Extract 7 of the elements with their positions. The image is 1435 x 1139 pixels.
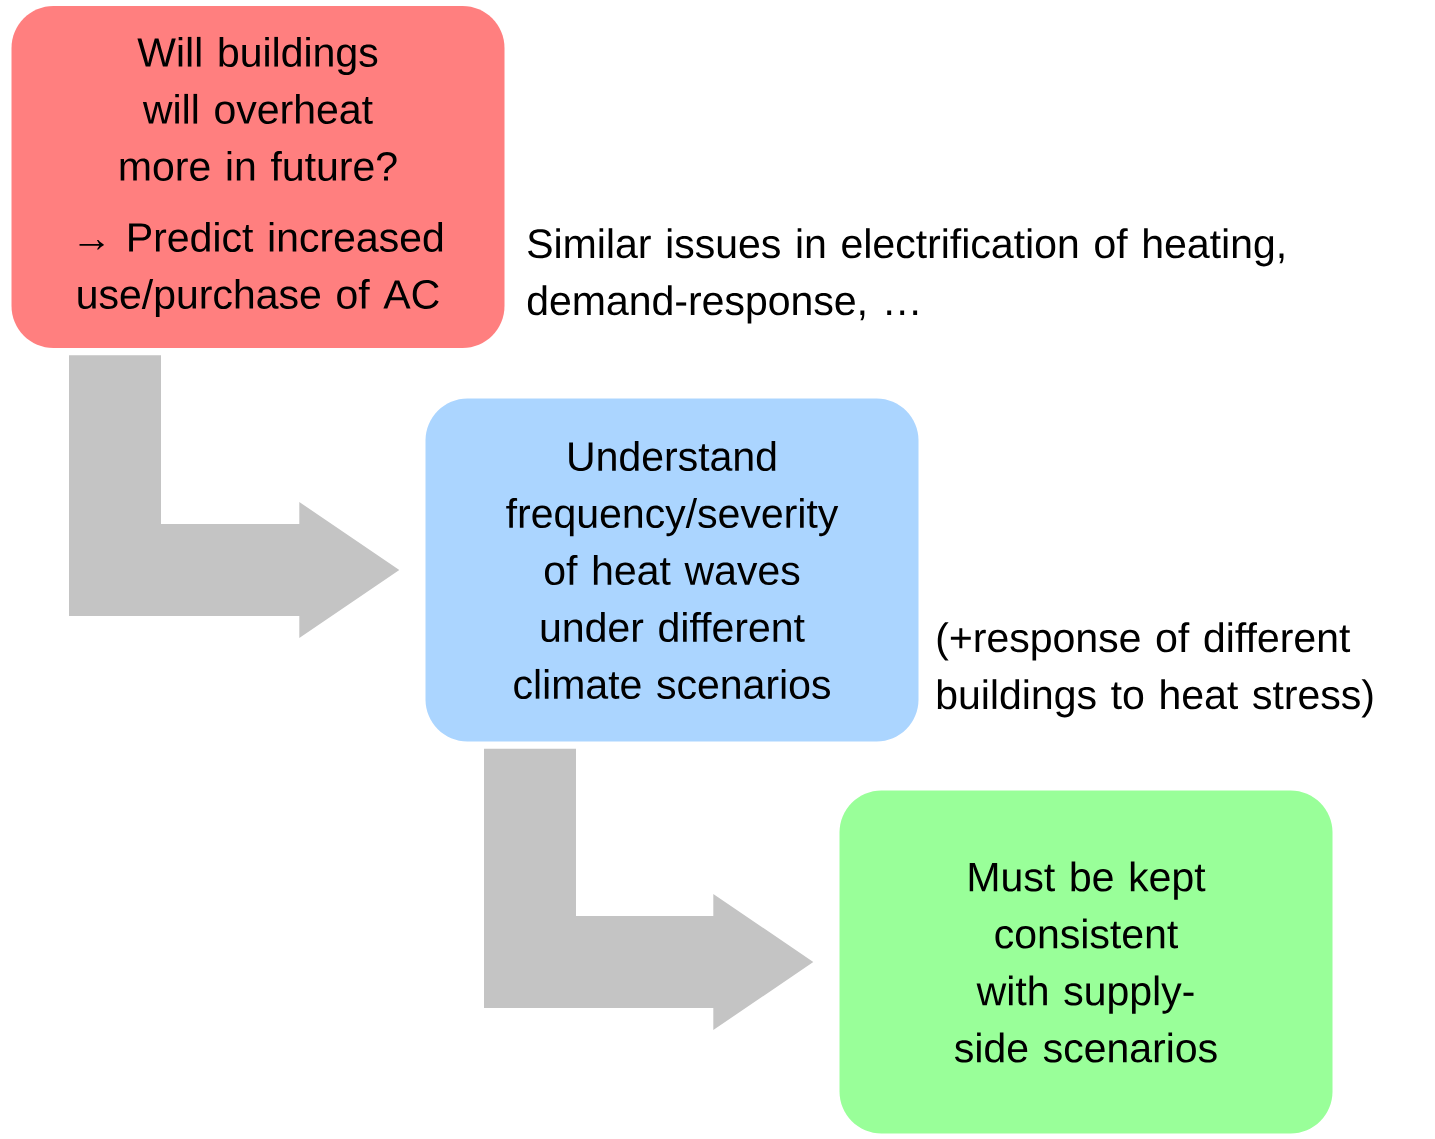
bent-arrow (69, 355, 400, 638)
process-box: Must be kept consistent with supply-side scenarios (839, 790, 1333, 1134)
process-box: Understand frequency/severity of heat waves under different climate scenarios (425, 398, 919, 742)
side-note: Similar issues in electrification of heating, demand-response, … (527, 228, 1284, 324)
process-box: Will buildings will overheat more in future? → Predict increased use/purchase of AC (11, 6, 505, 348)
bent-arrow (484, 748, 814, 1030)
side-note: (+response of different buildings to heat stress) (937, 622, 1373, 718)
